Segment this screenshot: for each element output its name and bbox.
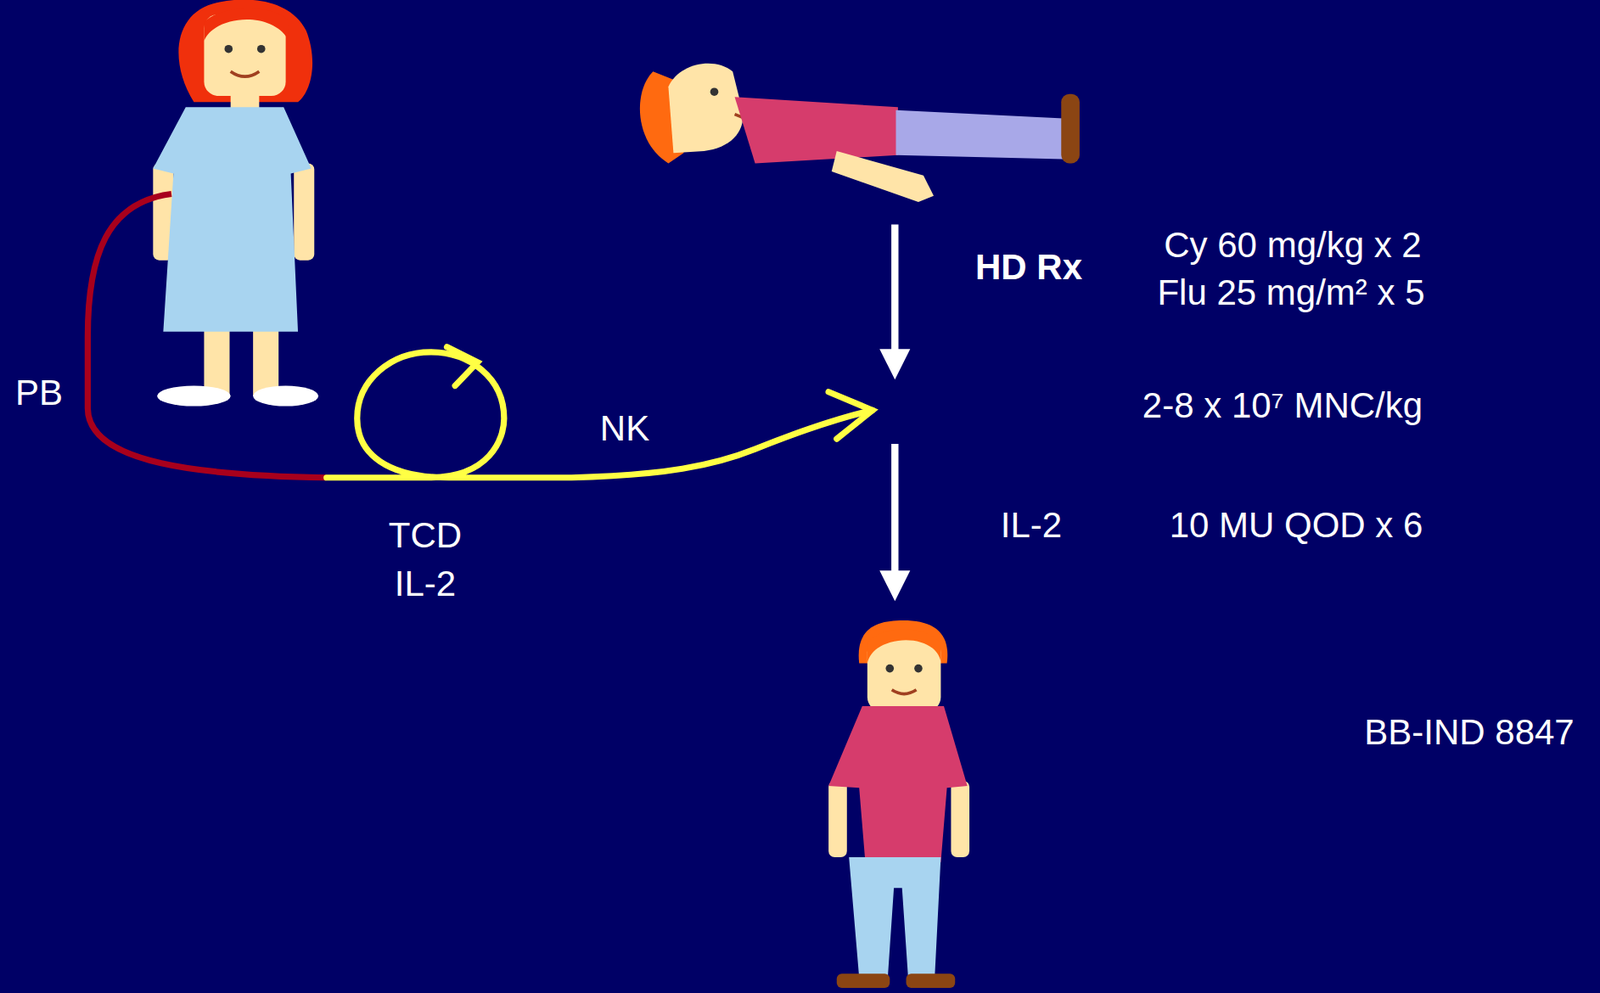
process-label: IL-2 bbox=[394, 563, 456, 605]
dose-note: 10 MU QOD x 6 bbox=[1169, 505, 1424, 546]
part-label: NK bbox=[600, 408, 650, 450]
patient-lying bbox=[640, 63, 1080, 203]
step-label: HD Rx bbox=[975, 247, 1083, 288]
step-label: IL-2 bbox=[1000, 505, 1062, 546]
blood-line bbox=[87, 193, 326, 478]
donor-figure bbox=[152, 0, 319, 407]
process-label: TCD bbox=[388, 515, 462, 556]
part-label: PB bbox=[15, 372, 63, 414]
recovered-figure bbox=[828, 620, 970, 989]
dose-note: Flu 25 mg/m² x 5 bbox=[1156, 272, 1425, 314]
process-arrows bbox=[879, 224, 910, 602]
nk-line bbox=[326, 347, 873, 478]
dose-note: 2-8 x 10⁷ MNC/kg bbox=[1142, 385, 1423, 427]
dose-note: Cy 60 mg/kg x 2 bbox=[1163, 224, 1421, 266]
protocol-number: BB-IND 8847 bbox=[1364, 712, 1574, 753]
